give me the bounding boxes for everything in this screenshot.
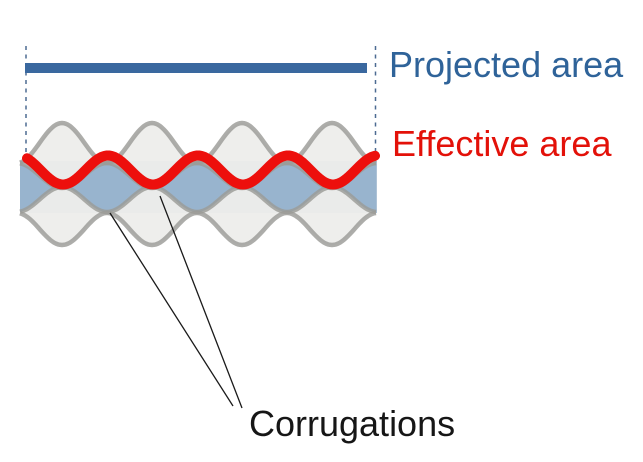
effective-area-label: Effective area <box>392 123 612 164</box>
effective-area-wave <box>22 150 380 190</box>
corrugations-label: Corrugations <box>249 403 456 444</box>
projected-area-label: Projected area <box>389 44 624 85</box>
projected-area-bar <box>25 63 367 73</box>
corrugation-pointer-lines <box>109 195 243 409</box>
